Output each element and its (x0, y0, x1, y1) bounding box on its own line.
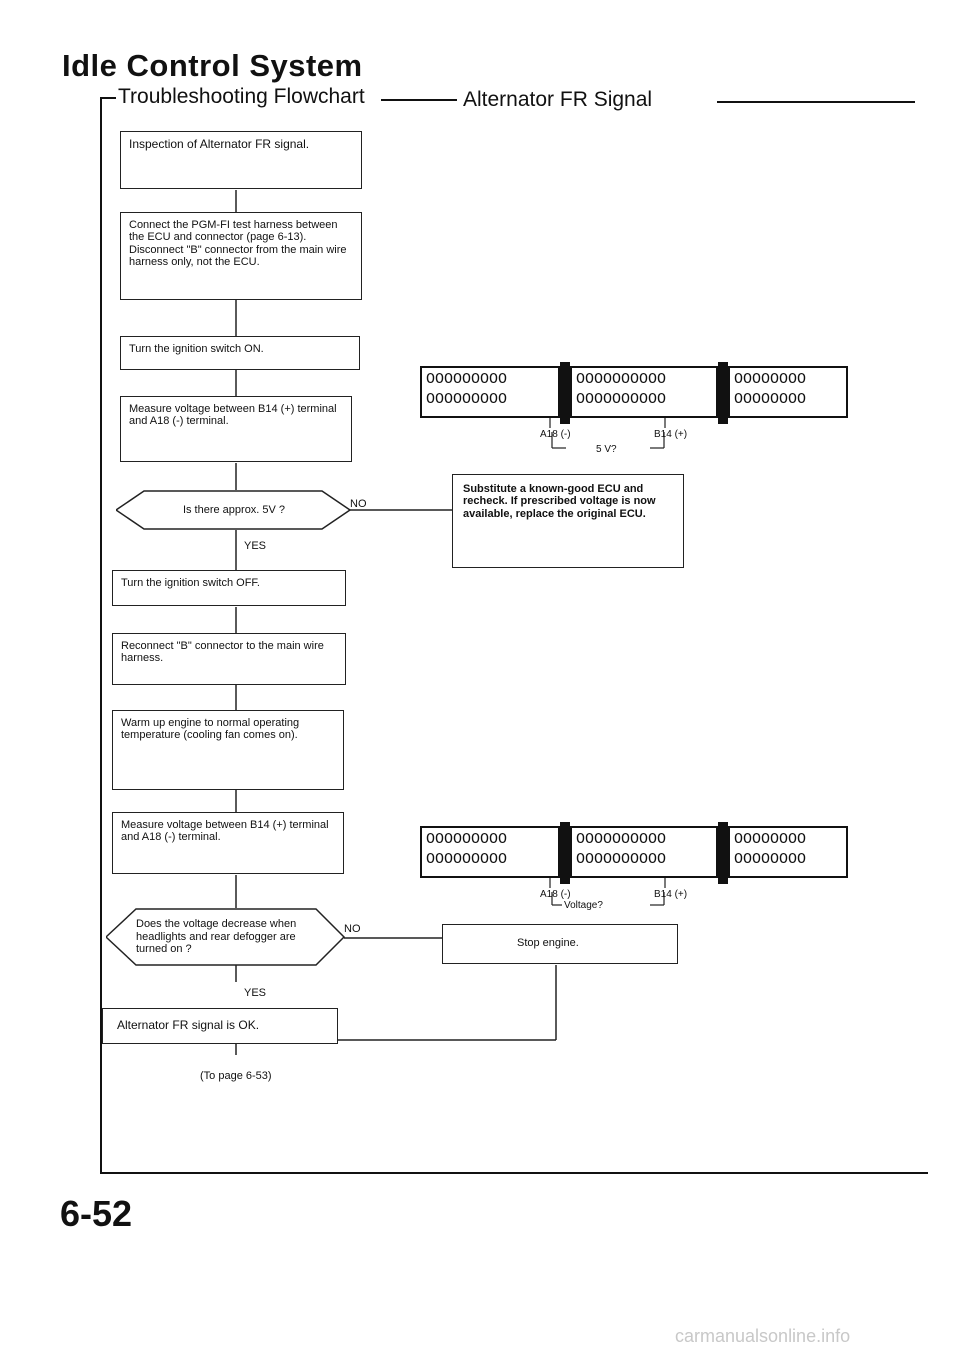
stop-engine-box: Stop engine. (442, 924, 678, 964)
step-reconnect-b: Reconnect "B" connector to the main wire… (112, 633, 346, 685)
connector2-measure-label: Voltage? (564, 900, 603, 911)
connector2-pin-a18: A18 (-) (540, 889, 571, 900)
signal-subtitle: Alternator FR Signal (463, 88, 653, 111)
page-title: Idle Control System (62, 48, 363, 83)
decision-voltage-text: Does the voltage decrease when headlight… (136, 918, 297, 956)
connector2-a-row1: OOOOOOOOO (426, 831, 508, 848)
connector1-pin-a18: A18 (-) (540, 429, 571, 440)
connector1-block-a: OOOOOOOOO OOOOOOOOO (420, 366, 560, 418)
connector1-b-row2: OOOOOOOOOO (576, 391, 667, 408)
connector2-b-row2: OOOOOOOOOO (576, 851, 667, 868)
page-reference: (To page 6-53) (200, 1070, 272, 1082)
decision-5v: Is there approx. 5V ? (116, 490, 352, 530)
flowchart-subtitle: Troubleshooting Flowchart (118, 85, 365, 108)
decision-voltage-decrease: Does the voltage decrease when headlight… (106, 908, 346, 966)
decision-voltage-yes-label: YES (244, 987, 267, 999)
step-ignition-off: Turn the ignition switch OFF. (112, 570, 346, 606)
connector2-c-row2: OOOOOOOO (734, 851, 807, 868)
step-connect-harness: Connect the PGM-FI test harness between … (120, 212, 362, 300)
connector1-pin-b14: B14 (+) (654, 429, 688, 440)
connector1-divider-2 (718, 362, 728, 424)
connector1-c-row2: OOOOOOOO (734, 391, 807, 408)
decision-5v-text: Is there approx. 5V ? (182, 503, 286, 516)
connector2-block-b: OOOOOOOOOO OOOOOOOOOO (570, 826, 718, 878)
connector2-divider-2 (718, 822, 728, 884)
step-inspection: Inspection of Alternator FR signal. (120, 131, 362, 189)
result-ok-box: Alternator FR signal is OK. (102, 1008, 338, 1044)
connector1-b-row1: OOOOOOOOOO (576, 371, 667, 388)
connector1-c-row1: OOOOOOOO (734, 371, 807, 388)
step-ignition-on: Turn the ignition switch ON. (120, 336, 360, 370)
connector2-block-c: OOOOOOOO OOOOOOOO (728, 826, 848, 878)
step-measure-voltage-2: Measure voltage between B14 (+) terminal… (112, 812, 344, 874)
header-rule-left (100, 97, 116, 99)
step-warm-up: Warm up engine to normal operating tempe… (112, 710, 344, 790)
connector2-c-row1: OOOOOOOO (734, 831, 807, 848)
page-number: 6-52 (60, 1193, 133, 1234)
substitute-ecu-box: Substitute a known-good ECU and recheck.… (452, 474, 684, 568)
decision-voltage-shape (106, 908, 346, 966)
connector2-b-row1: OOOOOOOOOO (576, 831, 667, 848)
connector2-divider-1 (560, 822, 570, 884)
connector2-a-row2: OOOOOOOOO (426, 851, 508, 868)
connector1-divider-1 (560, 362, 570, 424)
connector2-block-a: OOOOOOOOO OOOOOOOOO (420, 826, 560, 878)
connector1-a-row2: OOOOOOOOO (426, 391, 508, 408)
connector1-measure-label: 5 V? (596, 444, 617, 455)
decision-5v-shape (116, 490, 352, 530)
header-rule-mid (381, 99, 457, 101)
decision-voltage-no-label: NO (344, 923, 361, 935)
decision-5v-yes-label: YES (244, 540, 267, 552)
connector1-block-b: OOOOOOOOOO OOOOOOOOOO (570, 366, 718, 418)
header-rule-right (717, 101, 915, 103)
connector1-block-c: OOOOOOOO OOOOOOOO (728, 366, 848, 418)
connector2-pin-b14: B14 (+) (654, 889, 688, 900)
step-measure-voltage-1: Measure voltage between B14 (+) terminal… (120, 396, 352, 462)
frame-left-rule (100, 97, 102, 1172)
connector1-a-row1: OOOOOOOOO (426, 371, 508, 388)
decision-5v-no-label: NO (350, 498, 367, 510)
watermark: carmanualsonline.info (675, 1326, 851, 1346)
frame-bottom-rule (100, 1172, 928, 1174)
